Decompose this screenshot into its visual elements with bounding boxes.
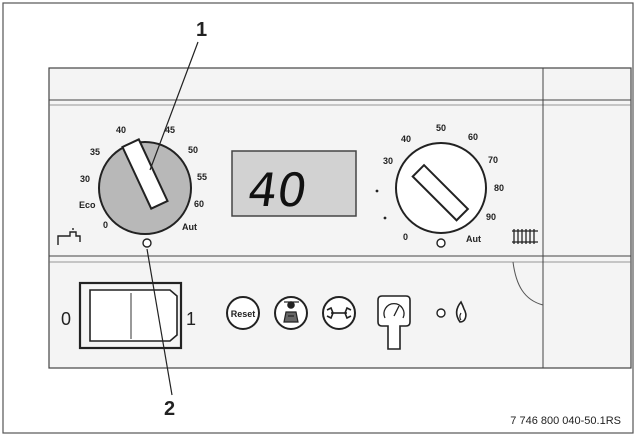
lcd-display: 40 — [231, 150, 357, 217]
dhw-scale-60: 60 — [194, 199, 204, 209]
ch-scale-70: 70 — [488, 155, 498, 165]
dhw-scale-45: 45 — [165, 125, 175, 135]
ch-scale-dot-upper — [375, 189, 379, 193]
callout-1-number: 1 — [196, 19, 207, 41]
reset-button[interactable]: Reset — [226, 296, 260, 330]
chimney-sweep-icon — [283, 301, 299, 323]
pressure-gauge — [377, 295, 411, 350]
dhw-scale-50: 50 — [188, 145, 198, 155]
ch-scale-aut: Aut — [466, 234, 481, 244]
ch-scale-0: 0 — [403, 232, 408, 242]
main-switch-rocker[interactable] — [89, 289, 178, 342]
ch-scale-dot-lower — [383, 216, 387, 220]
pressure-gauge-housing — [377, 295, 411, 350]
dhw-scale-eco: Eco — [79, 200, 96, 210]
ch-scale-30: 30 — [383, 156, 393, 166]
main-switch[interactable]: 0 1 — [61, 281, 196, 350]
dhw-scale-35: 35 — [90, 147, 100, 157]
main-switch-on-label: 1 — [186, 309, 196, 329]
ch-scale-80: 80 — [494, 183, 504, 193]
dhw-knob-pointer[interactable] — [121, 138, 169, 210]
flame-icon — [455, 300, 467, 323]
ch-scale-90: 90 — [486, 212, 496, 222]
dhw-scale-40: 40 — [116, 125, 126, 135]
dhw-indicator-lamp — [142, 238, 152, 248]
pressure-gauge-icon — [383, 302, 405, 319]
ch-scale-60: 60 — [468, 132, 478, 142]
ch-indicator-lamp — [436, 238, 446, 248]
document-number: 7 746 800 040-50.1RS — [510, 415, 621, 427]
callout-2-number: 2 — [164, 398, 175, 420]
dhw-scale-55: 55 — [197, 172, 207, 182]
dhw-scale-0: 0 — [103, 220, 108, 230]
chimney-sweep-button[interactable] — [274, 296, 308, 330]
service-button[interactable] — [322, 296, 356, 330]
dhw-temperature-knob[interactable]: 40 45 50 55 60 Aut 0 Eco 30 35 — [57, 125, 207, 248]
display-value: 40 — [245, 163, 311, 217]
radiator-icon — [512, 229, 538, 244]
ch-knob-pointer[interactable] — [411, 163, 470, 222]
callout-2: 2 — [146, 248, 175, 420]
burner-indicator — [436, 300, 467, 323]
dhw-scale-aut: Aut — [182, 222, 197, 232]
ch-temperature-knob[interactable]: 40 50 60 70 80 90 Aut 0 30 — [375, 123, 538, 248]
reset-button-label: Reset — [231, 309, 256, 319]
main-switch-off-label: 0 — [61, 309, 71, 329]
burner-indicator-lamp — [436, 308, 446, 318]
dhw-scale-30: 30 — [80, 174, 90, 184]
callout-1: 1 — [149, 19, 207, 171]
service-wrench-icon — [326, 306, 352, 320]
tap-icon — [57, 228, 81, 245]
ch-scale-40: 40 — [401, 134, 411, 144]
ch-scale-50: 50 — [436, 123, 446, 133]
